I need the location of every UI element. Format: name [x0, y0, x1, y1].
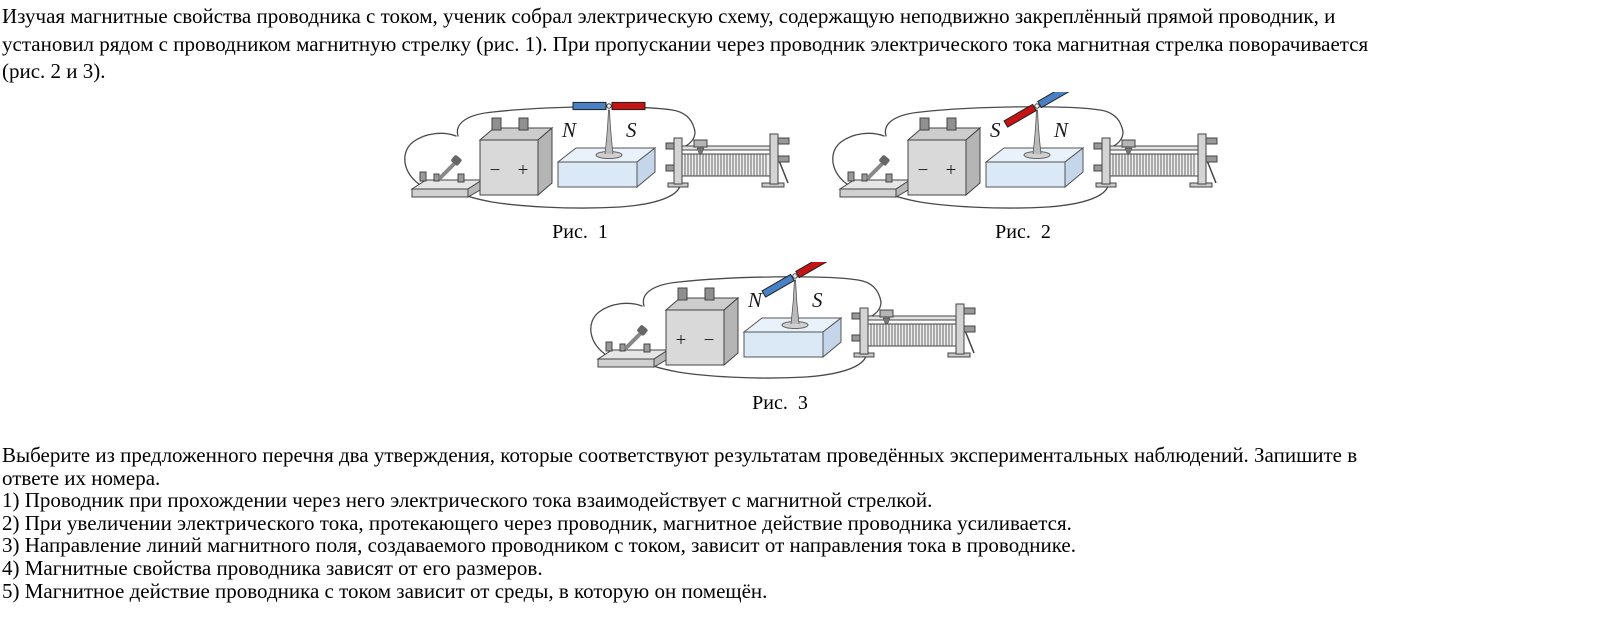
circuit-svg: + − N S [590, 262, 976, 379]
key-battery-wire [832, 132, 885, 187]
rheostat-coil [1112, 154, 1195, 176]
return-wire [887, 173, 1110, 209]
magnetic-needle [761, 262, 829, 298]
figure-3-circuit-diagram: + − N S [584, 262, 984, 392]
pole-label-left: N [561, 118, 577, 142]
option-4: 4) Магнитные свойства проводника зависят… [2, 555, 543, 580]
battery-minus-label: − [918, 160, 929, 181]
switch-key [410, 155, 484, 198]
return-wire [645, 343, 868, 379]
needle-anchor [1003, 92, 1071, 128]
question-block: Выберите из предложенного перечня два ут… [2, 444, 1357, 602]
figure-1-circuit-diagram: − + N S [398, 92, 798, 222]
battery-minus-label: − [704, 330, 715, 351]
needle-pivot [606, 103, 612, 109]
option-1: 1) Проводник при прохождении через него … [2, 488, 933, 513]
figure-2-caption: Рис. 2 [995, 221, 1051, 243]
magnetic-needle [1003, 92, 1071, 128]
pole-label-right: S [626, 118, 637, 142]
pole-label-right: S [812, 288, 823, 312]
needle-anchor [761, 262, 829, 298]
compass-box [984, 109, 1085, 189]
needle-pivot [792, 273, 798, 279]
needle-right-half [795, 262, 829, 279]
option-5: 5) Магнитное действие проводника с током… [2, 578, 768, 603]
pole-label-left: S [990, 118, 1001, 142]
circuit-svg: − + S N [832, 92, 1218, 209]
compass-box [556, 109, 657, 189]
conductor-wire [642, 276, 882, 319]
rheostat-slider [1124, 147, 1133, 158]
figure-3-caption: Рис. 3 [752, 392, 808, 414]
pole-label-left: N [747, 288, 763, 312]
battery-plus-label: + [518, 160, 529, 181]
battery-plus-label: + [946, 160, 957, 181]
battery: − + [478, 117, 554, 197]
circuit-svg: − + N S [404, 101, 790, 209]
key-battery-wire [404, 132, 457, 187]
figure-2-circuit-diagram: − + S N [826, 92, 1226, 222]
rheostat [1093, 133, 1218, 188]
magnetic-needle [572, 101, 646, 111]
key-battery-wire [590, 302, 643, 357]
return-wire [459, 173, 682, 209]
rheostat-coil [684, 154, 767, 176]
battery-plus-label: + [676, 330, 687, 351]
conductor-wire [456, 106, 696, 149]
switch-key [596, 325, 670, 368]
question-prompt-line: ответе их номера. [2, 465, 161, 490]
rheostat [665, 133, 790, 188]
battery: − + [906, 117, 982, 197]
rheostat [851, 303, 976, 358]
question-prompt-line: Выберите из предложенного перечня два ут… [2, 443, 1358, 467]
needle-anchor [572, 101, 646, 111]
intro-line: (рис. 2 и 3). [2, 59, 106, 83]
rheostat-coil [870, 324, 953, 346]
needle-pivot [1034, 103, 1040, 109]
needle-left-half [572, 101, 607, 111]
switch-key [838, 155, 912, 198]
compass-box [742, 279, 843, 359]
option-2: 2) При увеличении электрического тока, п… [2, 510, 1072, 535]
needle-left-half [1003, 103, 1037, 128]
conductor-wire [884, 106, 1124, 149]
intro-line: установил рядом с проводником магнитную … [2, 31, 1369, 56]
needle-right-half [1037, 92, 1071, 109]
rheostat-slider [882, 317, 891, 328]
figure-1-caption: Рис. 1 [552, 221, 608, 243]
intro-line: Изучая магнитные свойства проводника с т… [2, 4, 1336, 28]
option-3: 3) Направление линий магнитного поля, со… [2, 533, 1076, 558]
battery-minus-label: − [490, 160, 501, 181]
needle-left-half [761, 273, 795, 298]
intro-paragraph: Изучая магнитные свойства проводника с т… [2, 3, 1368, 86]
pole-label-right: N [1053, 118, 1069, 142]
battery: + − [664, 287, 740, 367]
rheostat-slider [696, 147, 705, 158]
needle-right-half [611, 101, 646, 111]
